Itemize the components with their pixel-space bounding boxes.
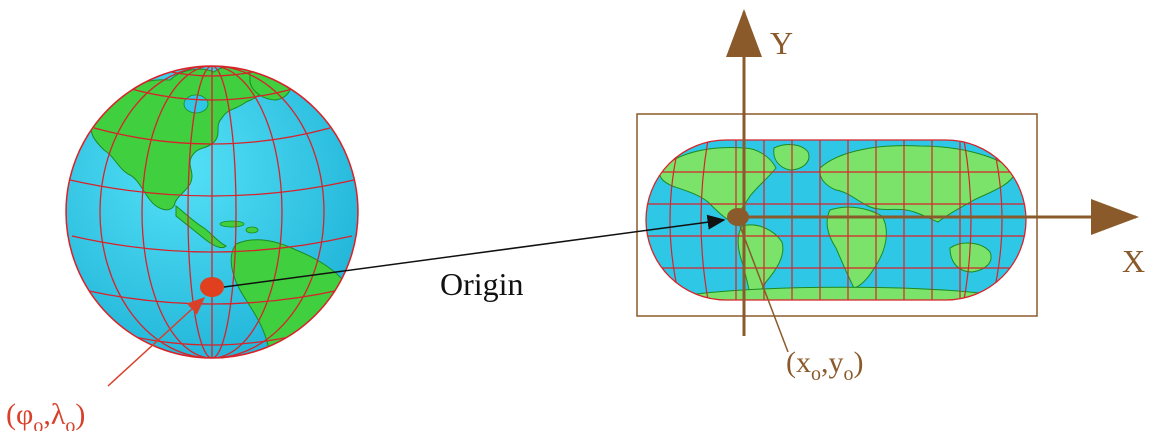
globe-graticule xyxy=(66,66,358,358)
globe-land-cuba xyxy=(219,220,245,228)
map-frame xyxy=(636,113,1038,317)
y-axis-label: Y xyxy=(770,25,793,61)
globe-land-north-america xyxy=(90,66,266,211)
map-label-pointer xyxy=(739,225,789,353)
projected-map xyxy=(636,113,1038,317)
globe-coordinate-label: (φo,λo) xyxy=(6,398,85,431)
globe-land-central-america xyxy=(175,204,227,249)
globe-land-hispaniola xyxy=(245,226,259,234)
origin-label: Origin xyxy=(440,266,524,302)
map-origin-point xyxy=(727,208,749,226)
map-coordinate-label: (xo,yo) xyxy=(786,346,864,385)
globe xyxy=(65,65,359,359)
x-axis-label: X xyxy=(1122,243,1145,279)
globe-label-pointer xyxy=(107,296,206,387)
map-land-greenland xyxy=(773,144,810,171)
globe-origin-point xyxy=(200,277,224,297)
map-graticule xyxy=(646,140,1026,300)
origin-arrow xyxy=(223,214,726,288)
